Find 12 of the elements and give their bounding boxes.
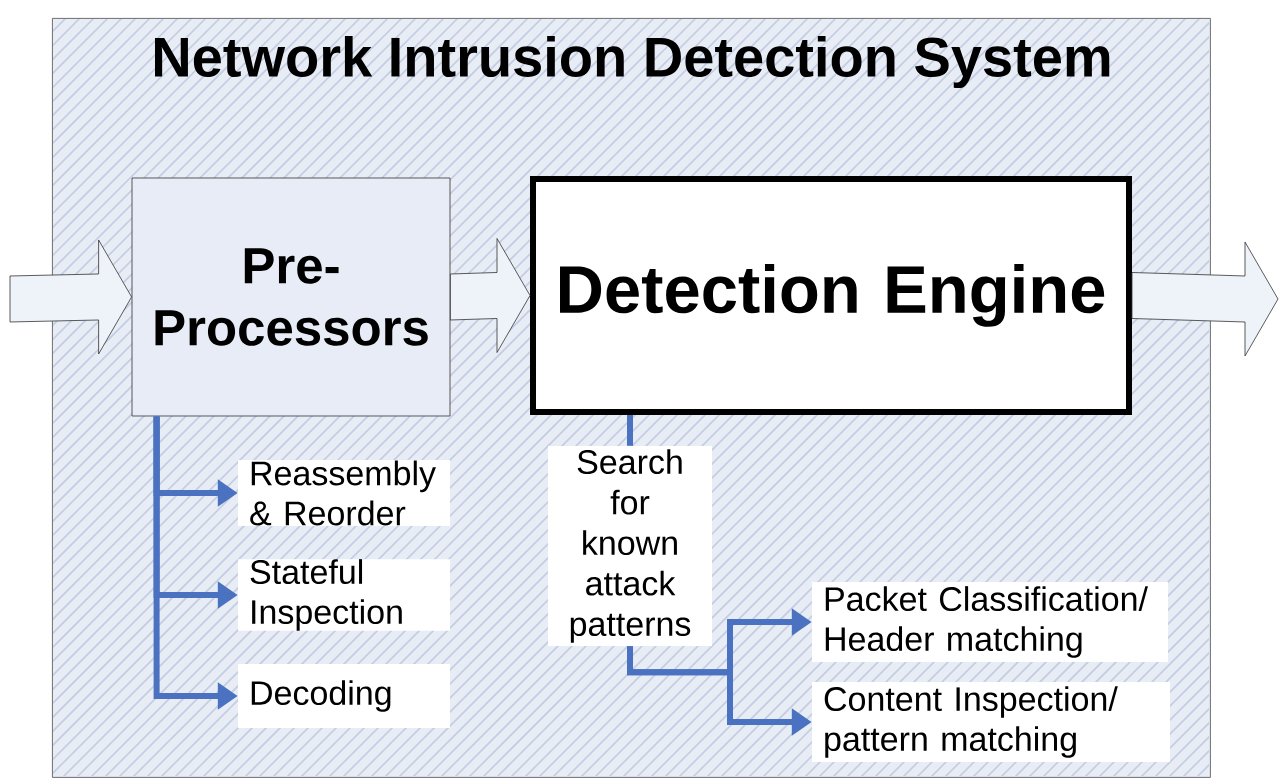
- text-box: Packet Classification/ Header matching: [812, 582, 1168, 662]
- title: Network Intrusion Detection System: [155, 35, 1110, 89]
- block-arrow: [9, 239, 132, 355]
- text-box: Decoding: [238, 664, 450, 728]
- block-arrow: [1131, 241, 1279, 357]
- text-box: Reassembly & Reorder: [238, 460, 450, 526]
- text-box: Search for known attack patterns: [548, 446, 712, 646]
- text-box: Content Inspection/ pattern matching: [812, 682, 1170, 762]
- block-arrow: [450, 238, 531, 353]
- process-box: Detection Engine: [530, 176, 1132, 415]
- process-box: Pre- Processors: [131, 177, 451, 417]
- text-box: Stateful Inspection: [238, 559, 450, 631]
